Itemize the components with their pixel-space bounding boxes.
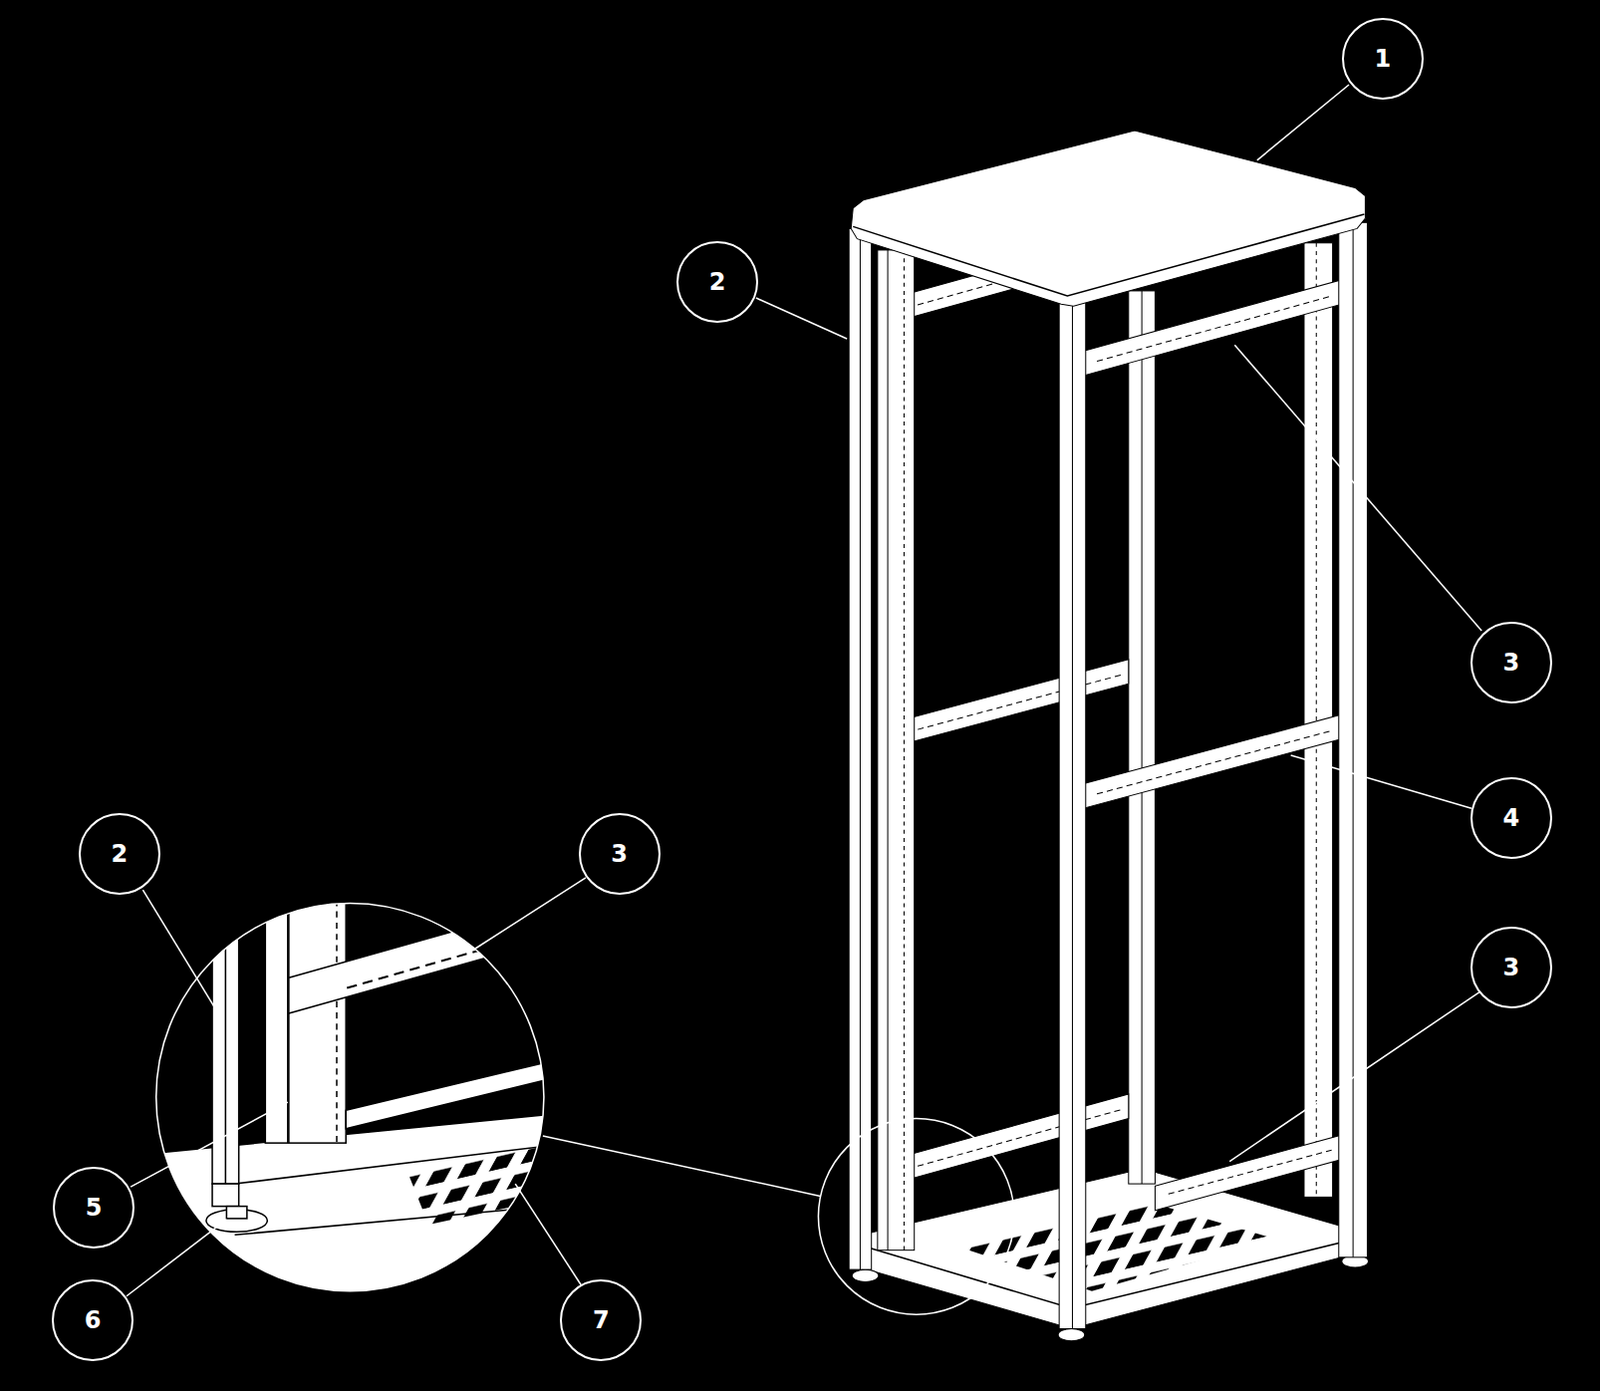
- callout-circle: 2: [676, 241, 759, 323]
- callout-circle: 6: [51, 1279, 134, 1361]
- callout-number: 3: [1503, 650, 1521, 675]
- callout-number: 2: [709, 269, 727, 294]
- callout-number: 7: [592, 1308, 610, 1333]
- rack-base: [851, 1168, 1368, 1341]
- callout-circle: 7: [559, 1279, 642, 1361]
- leader-lines: [126, 84, 1482, 1297]
- callout-number: 2: [110, 841, 128, 866]
- callout-circle: 4: [1470, 777, 1553, 859]
- top-cover: [850, 130, 1365, 306]
- callout-number: 3: [610, 841, 628, 866]
- callout-circle: 3: [1470, 621, 1553, 704]
- callout-circle: 1: [1341, 17, 1424, 100]
- callout-number: 3: [1503, 955, 1521, 980]
- callout-circle: 2: [78, 812, 161, 895]
- callout-circle: 5: [52, 1166, 135, 1249]
- callout-number: 4: [1503, 805, 1521, 830]
- callout-circle: 3: [1470, 926, 1553, 1009]
- rack-rails: [877, 233, 1342, 1211]
- rack-posts: [1128, 243, 1334, 1198]
- callout-number: 1: [1373, 46, 1391, 71]
- callout-circle: 3: [578, 812, 661, 895]
- rack-frame: [848, 222, 1367, 1329]
- detail-view: [153, 877, 572, 1328]
- callout-number: 6: [84, 1308, 102, 1333]
- callout-number: 5: [85, 1195, 103, 1220]
